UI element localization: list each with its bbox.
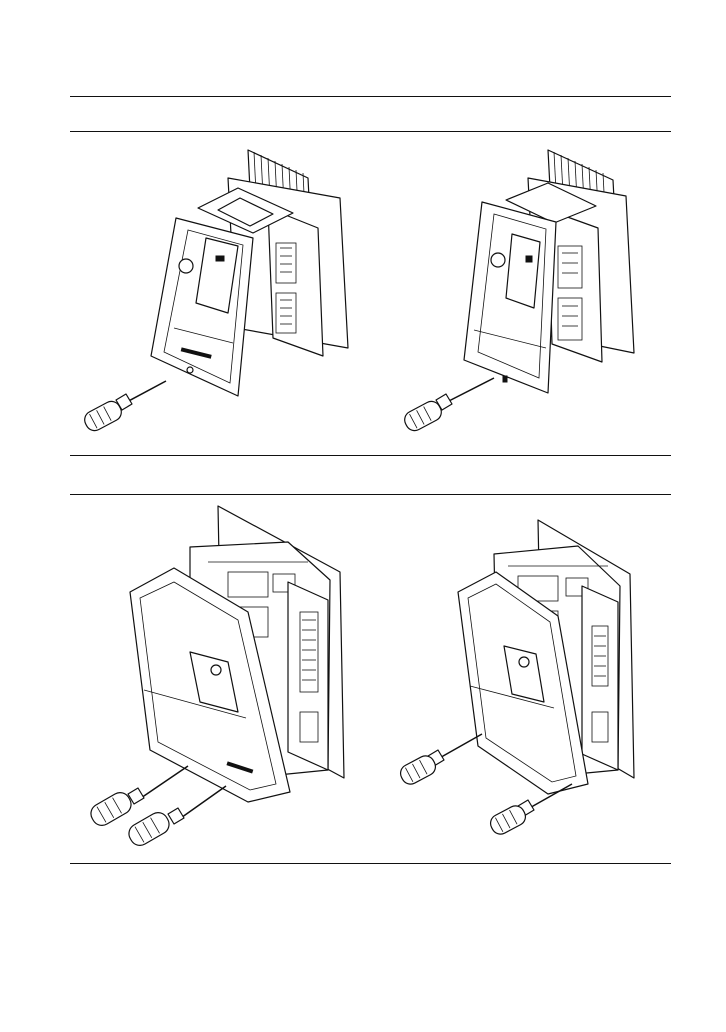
drive-removal-illustration-4	[398, 516, 648, 846]
top-rule	[70, 96, 671, 97]
row2-top-rule	[70, 494, 671, 495]
figure-2	[398, 138, 668, 443]
screwdriver-icon	[82, 381, 166, 434]
screwdriver-icon	[398, 734, 482, 787]
drive-side	[548, 210, 602, 362]
figure-4	[398, 516, 648, 846]
drive-side	[582, 586, 618, 770]
drive-removal-illustration-3	[78, 502, 368, 854]
front-cover	[151, 218, 253, 396]
figure-3	[78, 502, 368, 854]
row1-top-rule	[70, 131, 671, 132]
screwdriver-icon	[402, 378, 494, 434]
figure-1	[78, 138, 378, 443]
screwdriver-icon	[487, 784, 572, 837]
row1-bottom-rule	[70, 455, 671, 456]
bottom-rule	[70, 863, 671, 864]
drive-removal-illustration-1	[78, 138, 378, 443]
drive-removal-illustration-2	[398, 138, 668, 443]
